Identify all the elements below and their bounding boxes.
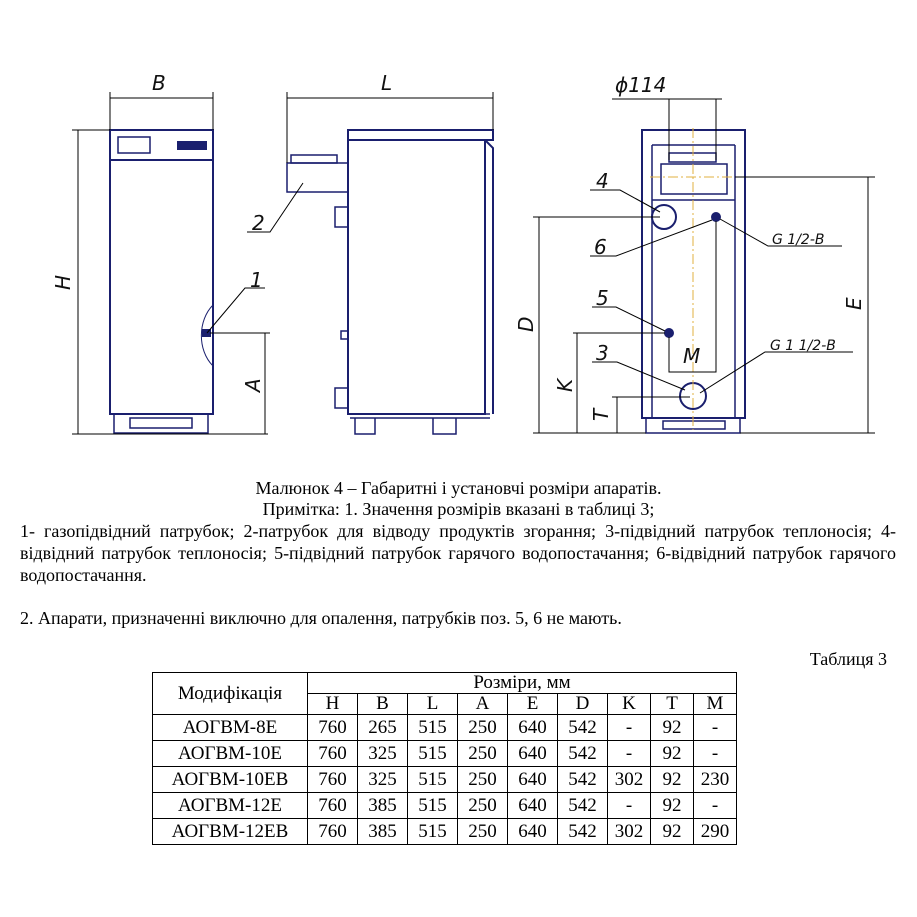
header-col-m: M (693, 693, 737, 715)
cell-t: 92 (650, 818, 694, 845)
cell-l: 515 (407, 740, 458, 767)
cell-e: 640 (507, 714, 558, 741)
callout-3: 3 (596, 341, 609, 365)
cell-a: 250 (457, 818, 508, 845)
cell-k: - (607, 792, 651, 819)
dimension-lines (72, 92, 875, 435)
cell-model: АОГВМ-12ЕВ (152, 818, 308, 845)
thread-label-small: G 1/2-B (772, 232, 825, 248)
figure-title: Малюнок 4 – Габаритні і установчі розмір… (255, 478, 662, 498)
cell-k: - (607, 714, 651, 741)
cell-b: 325 (357, 766, 408, 793)
cell-l: 515 (407, 714, 458, 741)
header-col-l: L (407, 693, 458, 715)
header-col-e: E (507, 693, 558, 715)
cell-e: 640 (507, 766, 558, 793)
note-2: 2. Апарати, призначенні виключно для опа… (20, 608, 622, 628)
cell-h: 760 (307, 740, 358, 767)
cell-b: 265 (357, 714, 408, 741)
cell-b: 385 (357, 818, 408, 845)
cell-a: 250 (457, 766, 508, 793)
cell-b: 385 (357, 792, 408, 819)
cell-t: 92 (650, 792, 694, 819)
cell-model: АОГВМ-10ЕВ (152, 766, 308, 793)
technical-drawing: B L H A D K T E M ϕ114 1 2 3 4 5 6 G 1/2… (51, 71, 875, 435)
dim-label-d: D (514, 317, 538, 332)
dim-label-b: B (152, 71, 166, 95)
cell-model: АОГВМ-10Е (152, 740, 308, 767)
cell-model: АОГВМ-8Е (152, 714, 308, 741)
header-dimensions: Розміри, мм (307, 672, 737, 694)
front-view (109, 129, 214, 434)
callout-2: 2 (252, 211, 265, 235)
cell-t: 92 (650, 740, 694, 767)
cell-h: 760 (307, 714, 358, 741)
dim-label-t: T (589, 407, 613, 421)
cell-h: 760 (307, 766, 358, 793)
header-col-d: D (557, 693, 608, 715)
cell-m: 290 (693, 818, 737, 845)
dim-label-h: H (51, 275, 75, 290)
cell-h: 760 (307, 818, 358, 845)
dim-label-e: E (842, 297, 866, 310)
side-view (286, 129, 494, 435)
header-model: Модифікація (152, 672, 308, 715)
header-col-h: H (307, 693, 358, 715)
cell-e: 640 (507, 740, 558, 767)
cell-t: 92 (650, 714, 694, 741)
logo-icon (177, 141, 207, 150)
header-col-b: B (357, 693, 408, 715)
cell-e: 640 (507, 818, 558, 845)
callout-1: 1 (250, 268, 263, 292)
dim-label-a: A (241, 378, 265, 394)
cell-d: 542 (557, 714, 608, 741)
dim-label-k: K (553, 377, 577, 392)
cell-d: 542 (557, 818, 608, 845)
cell-m: - (693, 792, 737, 819)
cell-a: 250 (457, 740, 508, 767)
dim-label-l: L (381, 71, 392, 95)
cell-a: 250 (457, 792, 508, 819)
cell-l: 515 (407, 818, 458, 845)
callout-5: 5 (596, 286, 609, 310)
callout-4: 4 (596, 169, 609, 193)
cell-k: 302 (607, 766, 651, 793)
cell-d: 542 (557, 766, 608, 793)
cell-m: - (693, 740, 737, 767)
cell-k: - (607, 740, 651, 767)
cell-a: 250 (457, 714, 508, 741)
cell-b: 325 (357, 740, 408, 767)
header-col-a: A (457, 693, 508, 715)
thread-label-large: G 1 1/2-B (770, 338, 836, 354)
dim-label-diameter: ϕ114 (615, 73, 666, 97)
cell-model: АОГВМ-12Е (152, 792, 308, 819)
figure-note: Примітка: 1. Значення розмірів вказані в… (262, 499, 655, 519)
legend-items: 1- газопідвідний патрубок; 2-патрубок дл… (20, 521, 896, 585)
cell-d: 542 (557, 740, 608, 767)
cell-t: 92 (650, 766, 694, 793)
header-col-t: T (650, 693, 694, 715)
cell-e: 640 (507, 792, 558, 819)
cell-m: 230 (693, 766, 737, 793)
cell-k: 302 (607, 818, 651, 845)
cell-l: 515 (407, 766, 458, 793)
cell-l: 515 (407, 792, 458, 819)
header-col-k: K (607, 693, 651, 715)
cell-h: 760 (307, 792, 358, 819)
table-title: Таблиця 3 (809, 649, 887, 669)
callout-6: 6 (594, 235, 607, 259)
cell-d: 542 (557, 792, 608, 819)
dim-label-m: M (683, 344, 700, 368)
cell-m: - (693, 714, 737, 741)
